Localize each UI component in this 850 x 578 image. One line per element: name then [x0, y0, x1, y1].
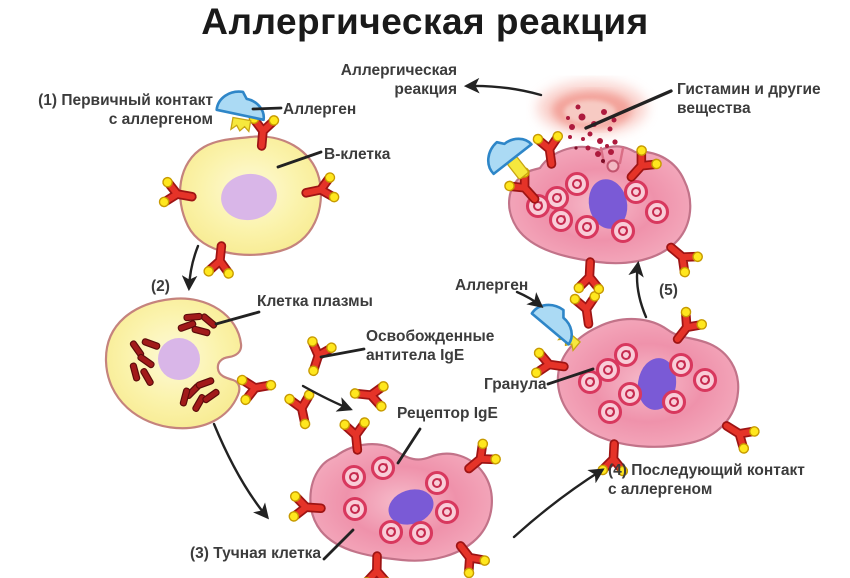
allergen1-label: Аллерген — [283, 101, 357, 118]
allergen-icon-step5 — [478, 124, 533, 180]
arrow-antibodies-to-mast — [301, 384, 353, 412]
ige-receptor-label: Рецептор IgE — [397, 405, 498, 422]
pointer-histamine — [584, 89, 673, 130]
step4-line1: (4) Последующий контакт — [608, 462, 805, 479]
b-cell-shape — [159, 114, 340, 279]
ige-antibody-icon — [349, 378, 389, 411]
page-title: Аллергическая реакция — [201, 1, 649, 42]
histamine-label: Гистамин и другие вещества — [677, 80, 821, 118]
released-line2: антитела IgE — [366, 347, 465, 364]
mast-cell-3-shape — [289, 418, 502, 578]
ige-antibody-icon — [284, 389, 320, 431]
step2-label: (2) — [151, 278, 170, 295]
pointer-granule — [546, 367, 595, 386]
released-line1: Освобожденные — [366, 328, 495, 345]
pointer-plasma-cell — [214, 310, 261, 326]
arrow-allergen2-pointer — [515, 290, 544, 308]
reaction-line1: Аллергическая — [340, 62, 457, 79]
mast-cell-4-shape — [531, 291, 761, 476]
arrow-step4-to-5 — [628, 260, 648, 319]
arrow-step2-to-3 — [212, 422, 269, 520]
pointer-b-cell — [276, 150, 323, 169]
allergic-reaction-label: Аллергическая реакция — [330, 61, 457, 99]
reaction-line2: реакция — [394, 81, 457, 98]
granule-label: Гранула — [484, 376, 547, 393]
plasma-cell-label: Клетка плазмы — [257, 293, 373, 310]
released-antibodies-label: Освобожденные антитела IgE — [366, 327, 494, 365]
step5-label: (5) — [659, 282, 678, 299]
step4-label: (4) Последующий контакт с аллергеном — [608, 461, 805, 499]
mast-cell-3-nucleus — [388, 489, 434, 525]
step3-label: (3) Тучная клетка — [190, 545, 322, 562]
ige-antibody-icon — [298, 336, 337, 380]
pointer-released-antibodies — [319, 347, 366, 359]
ige-antibody-icon — [237, 370, 278, 405]
pointer-mast-cell — [322, 528, 355, 561]
step1-line2: с аллергеном — [108, 111, 213, 128]
plasma-cell-shape — [104, 297, 243, 430]
plasma-cell-nucleus — [158, 338, 200, 380]
histamine-line2: вещества — [677, 100, 751, 117]
flow-arrows — [181, 77, 648, 539]
pointer-allergen1 — [251, 106, 283, 111]
b-cell-nucleus — [221, 173, 277, 221]
step1-line1: (1) Первичный контакт — [38, 92, 213, 109]
histamine-line1: Гистамин и другие — [677, 81, 821, 98]
mast-cell-5-shape — [503, 131, 704, 294]
mast-cell-5-nucleus — [588, 179, 628, 229]
b-cell-label: В-клетка — [324, 146, 391, 163]
arrow-cloud-to-reaction — [463, 77, 543, 97]
pointer-lines — [214, 89, 673, 561]
arrow-step1-to-2 — [181, 244, 200, 292]
step1-label: (1) Первичный контакт с аллергеном — [33, 91, 213, 129]
allergen2-label: Аллерген — [455, 277, 529, 294]
pointer-ige-receptor — [396, 427, 422, 465]
step4-line2: с аллергеном — [608, 481, 713, 498]
arrow-to-step4 — [512, 468, 605, 539]
